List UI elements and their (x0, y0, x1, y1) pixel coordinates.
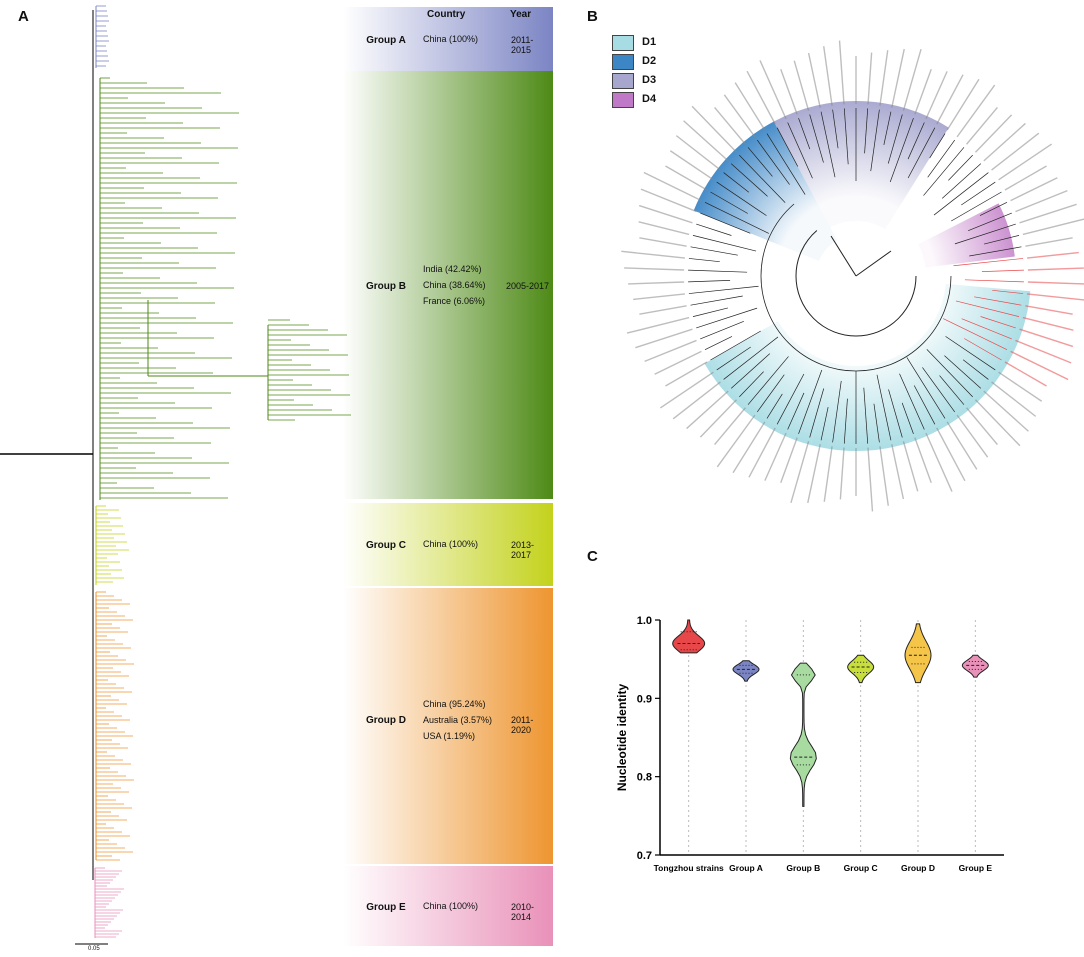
header-country: Country (427, 9, 466, 20)
y-tick-label: 0.7 (637, 850, 652, 862)
x-tick-label: Group D (901, 863, 935, 873)
legend-d3: D3 (612, 73, 692, 89)
group-c-year: 2013-2017 (511, 540, 535, 560)
group-d-country-3: USA (1.19%) (423, 731, 476, 741)
group-c-band: Group C China (100%) 2013-2017 (343, 503, 553, 586)
x-tick-label: Tongzhou strains (654, 863, 724, 873)
group-d-band: Group D China (95.24%) Australia (3.57%)… (343, 588, 553, 864)
y-tick-label: 0.9 (637, 693, 652, 705)
group-c-name: Group C (366, 540, 406, 551)
violin-4 (904, 623, 932, 684)
group-a-country: China (100%) (423, 34, 479, 44)
violin-2 (789, 662, 817, 807)
group-c-country: China (100%) (423, 539, 479, 549)
circular-tree-b (621, 40, 1084, 512)
group-d-name: Group D (366, 715, 406, 726)
legend-d1-label: D1 (642, 36, 657, 48)
group-b-name: Group B (366, 281, 406, 292)
group-band-bg (343, 7, 553, 71)
legend-d2-swatch (612, 54, 634, 70)
violin-1 (732, 660, 760, 682)
group-e-name: Group E (366, 902, 406, 913)
group-e-country: China (100%) (423, 901, 479, 911)
clade-d3-sector (773, 100, 949, 230)
clade-d2-sector (693, 121, 838, 262)
phylogenetic-tree-a (0, 5, 553, 946)
group-band-bg (343, 503, 553, 586)
group-b-year: 2005-2017 (506, 281, 550, 291)
y-tick-label: 1.0 (637, 615, 652, 627)
legend-d1-swatch (612, 35, 634, 51)
header-year: Year (510, 9, 532, 20)
group-band-bg (343, 588, 553, 864)
group-band-bg (343, 866, 553, 946)
legend-d4-swatch (612, 92, 634, 108)
group-a-year: 2011-2015 (511, 35, 534, 55)
x-tick-label: Group A (729, 863, 763, 873)
clade-d1-sector (704, 321, 833, 446)
legend-d2: D2 (612, 54, 692, 70)
violin-0 (672, 619, 706, 654)
violin-5 (961, 654, 989, 678)
panel-b-letter: B (587, 8, 598, 25)
x-tick-label: Group B (786, 863, 820, 873)
group-a-name: Group A (366, 35, 406, 46)
group-e-band: Group E China (100%) 2010-2014 (343, 866, 553, 946)
legend-d3-label: D3 (642, 74, 657, 86)
group-b-country-1: India (42.42%) (423, 264, 482, 274)
scale-bar-label: 0.05 (88, 946, 100, 952)
y-tick-label: 0.8 (637, 772, 652, 784)
group-d-country-1: China (95.24%) (423, 699, 486, 709)
panel-a-letter: A (18, 8, 29, 25)
legend-d4: D4 (612, 92, 692, 108)
y-axis-label: Nucleotide identity (615, 684, 629, 792)
legend-d2-label: D2 (642, 55, 657, 67)
group-d-country-2: Australia (3.57%) (423, 715, 493, 725)
group-a-band: Group A China (100%) 2011-2015 (343, 7, 553, 71)
legend-d3-swatch (612, 73, 634, 89)
group-b-country-3: France (6.06%) (423, 296, 486, 306)
group-e-year: 2010-2014 (511, 902, 535, 922)
legend-d1: D1 (612, 35, 692, 51)
group-band-bg (343, 71, 553, 499)
clade-d1-sector (810, 283, 1031, 451)
clade-d4-sector (918, 203, 1015, 268)
group-b-band: Group B India (42.42%) China (38.64%) Fr… (343, 71, 553, 499)
group-d-year: 2011-2020 (511, 715, 534, 735)
violin-3 (847, 654, 875, 684)
panel-c-letter: C (587, 548, 598, 565)
x-tick-label: Group C (844, 863, 878, 873)
group-b-country-2: China (38.64%) (423, 280, 486, 290)
x-tick-label: Group E (959, 863, 993, 873)
legend-d4-label: D4 (642, 93, 657, 105)
